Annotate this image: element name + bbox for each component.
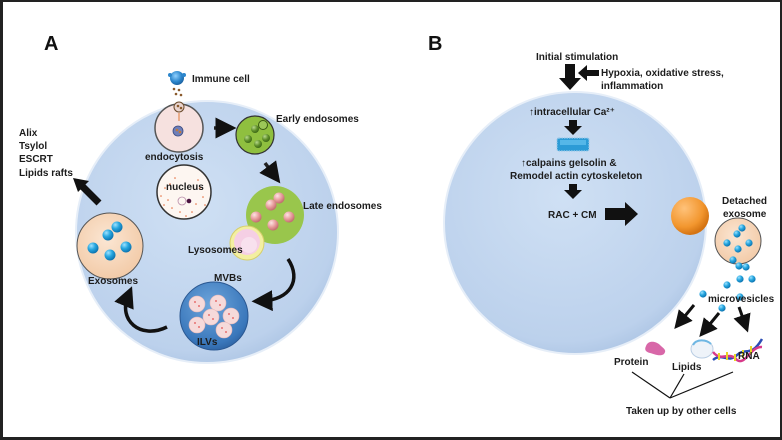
detached-label-line1: Detached [722,196,767,207]
microvesicles-label: microvesicles [708,294,775,305]
mvbs-label: MVBs [214,273,242,284]
membrane-bleb-icon [671,197,709,235]
panel-b-label: B [428,33,442,55]
stress-arrow [578,65,599,81]
arrow-to-protein [674,304,696,329]
panel-a: A Immune cell endocytosis [19,33,382,364]
detached-label-line2: exosome [723,209,767,220]
stress-label-line2: inflammation [601,81,663,92]
calpains-label-line2: Remodel actin cytoskeleton [510,171,642,182]
immune-cell-label: Immune cell [192,74,250,85]
ilvs-label: ILVs [197,337,218,348]
factor-alix: Alix [19,128,38,139]
nucleus-icon [156,164,212,220]
exosomes-label: Exosomes [88,276,138,287]
rna-label: RNA [738,351,760,362]
arrow-to-late-endosome [259,160,281,184]
stress-label-line1: Hypoxia, oxidative stress, [601,68,724,79]
rna-helix-icon [712,338,764,363]
arrow-to-rna [733,306,751,333]
arrow-to-exosomes [114,286,168,333]
nucleus-label: nucleus [166,182,204,193]
factor-lipid-rafts: Lipids rafts [19,168,73,179]
initial-stimulation-label: Initial stimulation [536,52,618,63]
endocytosis-vesicle-icon [154,101,204,153]
lysosomes-label: Lysosomes [188,245,243,256]
immune-cell-icon [168,71,186,97]
arrow-to-lipids [699,312,721,337]
arrow-to-factors [79,183,102,206]
calcium-label: ↑intracellular Ca²⁺ [529,107,615,118]
stimulation-arrow [559,64,581,90]
panel-b: B Initial stimulation Hypoxia, oxidative… [428,33,775,417]
microvesicles-icon [699,256,756,312]
arrow-to-rac [564,184,582,199]
late-endosome-icon [246,186,304,244]
late-endosomes-label: Late endosomes [303,201,382,212]
factor-escrt: ESCRT [19,154,53,165]
calpains-label-line1: ↑calpains gelsolin & [521,158,617,169]
lipid-droplet-icon [690,339,714,359]
panel-a-label: A [44,33,58,55]
arrow-to-factors-head [73,178,89,192]
protein-icon [645,341,666,356]
early-endosomes-label: Early endosomes [276,114,359,125]
arrow-to-mvb [251,258,296,312]
lipids-label: Lipids [672,362,702,373]
protein-label: Protein [614,357,648,368]
calcium-channel-icon [556,137,590,152]
early-endosome-icon [235,115,275,155]
uptake-connector-lines [631,371,734,399]
rac-cm-label: RAC + CM [548,210,597,221]
arrow-to-bleb [605,202,638,226]
exosomes-icon [76,212,144,280]
taken-up-label: Taken up by other cells [626,406,737,417]
mvb-icon [179,281,249,351]
endocytosis-label: endocytosis [145,152,204,163]
detached-exosome-icon [714,217,762,265]
factor-tsylol: Tsylol [19,141,47,152]
lysosome-icon [229,225,265,261]
arrow-to-channel [564,120,582,135]
